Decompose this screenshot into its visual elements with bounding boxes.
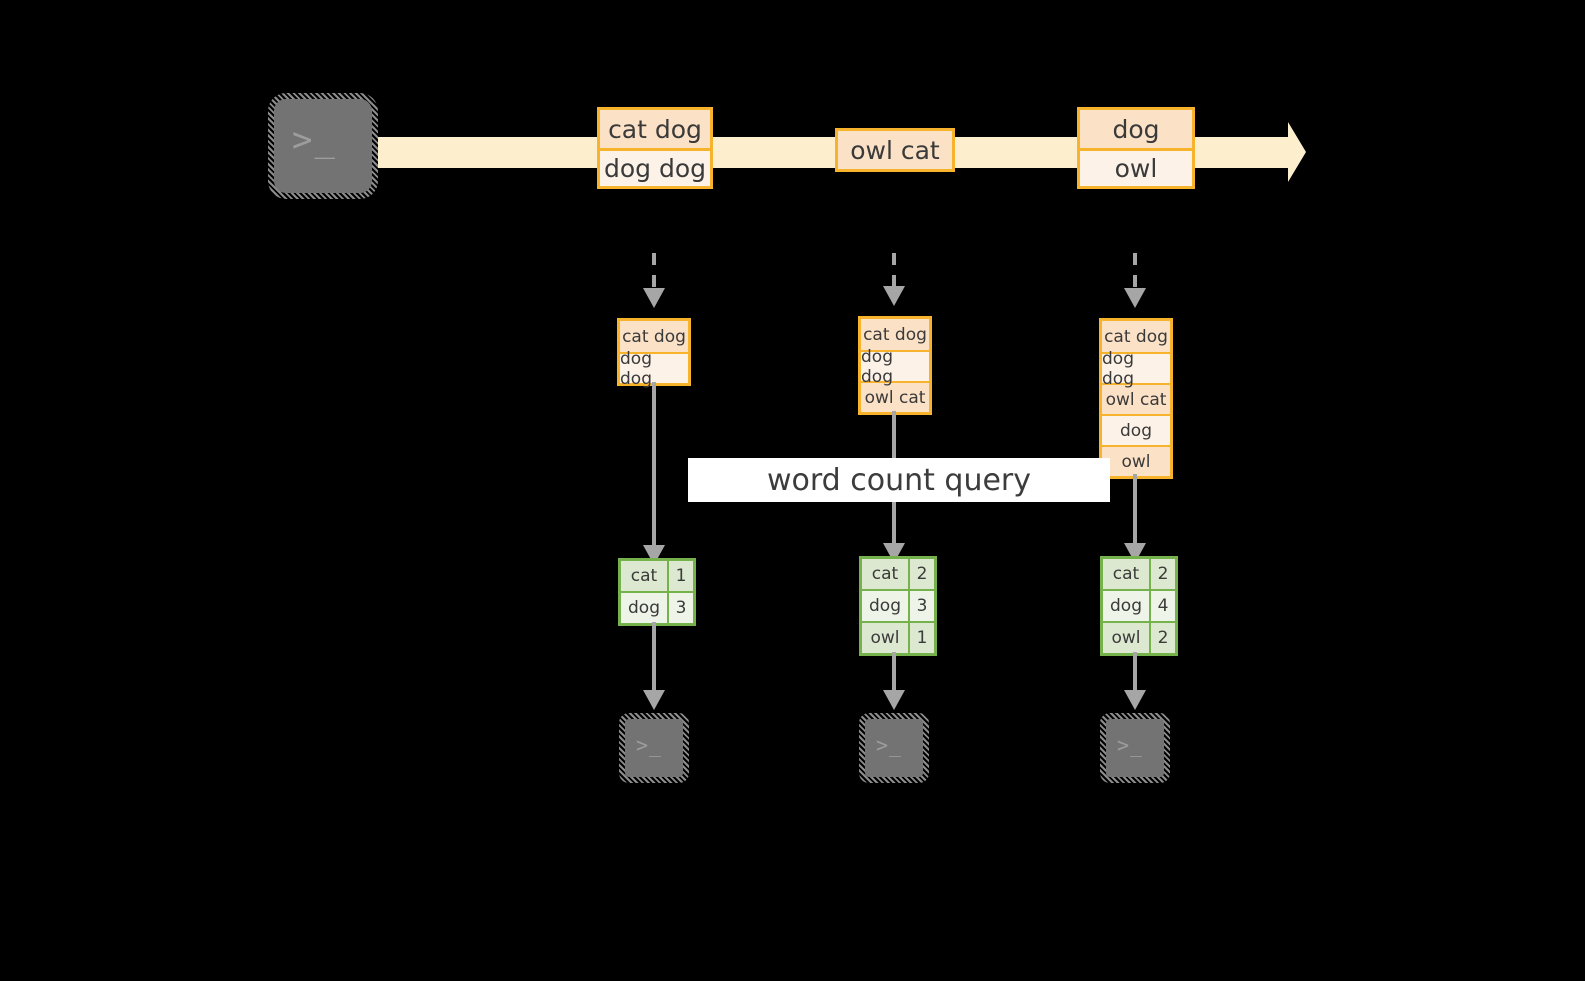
sink-terminal-icon-2: >_ — [859, 713, 929, 783]
sink-connector-3 — [1133, 652, 1137, 692]
sink-connector-1 — [652, 622, 656, 692]
result-word: dog — [1103, 591, 1149, 621]
timeline-arrow-head — [1288, 122, 1306, 182]
result-word: owl — [1103, 623, 1149, 653]
timeline-event-3: dog owl — [1077, 107, 1195, 189]
result-table-2: cat 2 dog 3 owl 1 — [859, 556, 937, 656]
timeline-event-line: dog dog — [600, 148, 710, 186]
terminal-prompt-glyph: >_ — [636, 733, 663, 757]
buffer-stack-2: cat dog dog dog owl cat — [858, 316, 932, 415]
table-row: owl 2 — [1103, 621, 1175, 653]
table-row: cat 2 — [862, 559, 934, 589]
snapshot-dashed-connector-1 — [652, 253, 656, 289]
buffer-line: dog dog — [861, 347, 929, 387]
buffer-line: owl cat — [861, 381, 929, 412]
source-terminal-icon: >_ — [268, 93, 378, 199]
buffer-line: cat dog — [1102, 321, 1170, 352]
timeline-event-line: owl cat — [838, 131, 952, 169]
result-word: owl — [862, 623, 908, 653]
result-table-3: cat 2 dog 4 owl 2 — [1100, 556, 1178, 656]
result-count: 4 — [1149, 591, 1175, 621]
result-count: 2 — [908, 559, 934, 589]
sink-arrow-head-2 — [883, 690, 905, 710]
snapshot-arrow-head-1 — [643, 288, 665, 308]
sink-arrow-head-3 — [1124, 690, 1146, 710]
table-row: cat 1 — [621, 561, 693, 591]
timeline-event-1: cat dog dog dog — [597, 107, 713, 189]
result-count: 1 — [667, 561, 693, 591]
sink-terminal-icon-3: >_ — [1100, 713, 1170, 783]
terminal-prompt-glyph: >_ — [876, 733, 903, 757]
timeline-event-line: owl — [1080, 148, 1192, 186]
query-connector-1 — [652, 382, 656, 547]
sink-arrow-head-1 — [643, 690, 665, 710]
buffer-stack-3: cat dog dog dog owl cat dog owl — [1099, 318, 1173, 479]
table-row: owl 1 — [862, 621, 934, 653]
timeline-event-line: cat dog — [600, 110, 710, 148]
result-word: cat — [621, 561, 667, 591]
sink-connector-2 — [892, 652, 896, 692]
result-count: 3 — [908, 591, 934, 621]
result-table-1: cat 1 dog 3 — [618, 558, 696, 626]
snapshot-dashed-connector-3 — [1133, 253, 1137, 289]
table-row: dog 3 — [862, 589, 934, 621]
buffer-line: dog dog — [620, 349, 688, 389]
result-word: cat — [862, 559, 908, 589]
query-label-band: word count query — [688, 458, 1110, 502]
result-count: 1 — [908, 623, 934, 653]
table-row: dog 3 — [621, 591, 693, 623]
buffer-stack-1: cat dog dog dog — [617, 318, 691, 389]
query-label: word count query — [766, 462, 1032, 498]
timeline-event-2: owl cat — [835, 128, 955, 172]
snapshot-dashed-connector-2 — [892, 253, 896, 287]
buffer-line: owl cat — [1102, 383, 1170, 414]
result-count: 2 — [1149, 559, 1175, 589]
sink-terminal-icon-1: >_ — [619, 713, 689, 783]
terminal-prompt-glyph: >_ — [1117, 733, 1144, 757]
buffer-line: owl — [1102, 445, 1170, 476]
snapshot-arrow-head-3 — [1124, 288, 1146, 308]
result-count: 3 — [667, 593, 693, 623]
result-word: cat — [1103, 559, 1149, 589]
table-row: cat 2 — [1103, 559, 1175, 589]
timeline-event-line: dog — [1080, 110, 1192, 148]
snapshot-arrow-head-2 — [883, 286, 905, 306]
buffer-line: cat dog — [861, 319, 929, 350]
result-word: dog — [621, 593, 667, 623]
query-connector-3 — [1133, 474, 1137, 545]
buffer-line: dog — [1102, 414, 1170, 445]
terminal-prompt-glyph: >_ — [292, 120, 337, 160]
table-row: dog 4 — [1103, 589, 1175, 621]
buffer-line: cat dog — [620, 321, 688, 352]
result-word: dog — [862, 591, 908, 621]
buffer-line: dog dog — [1102, 349, 1170, 389]
result-count: 2 — [1149, 623, 1175, 653]
